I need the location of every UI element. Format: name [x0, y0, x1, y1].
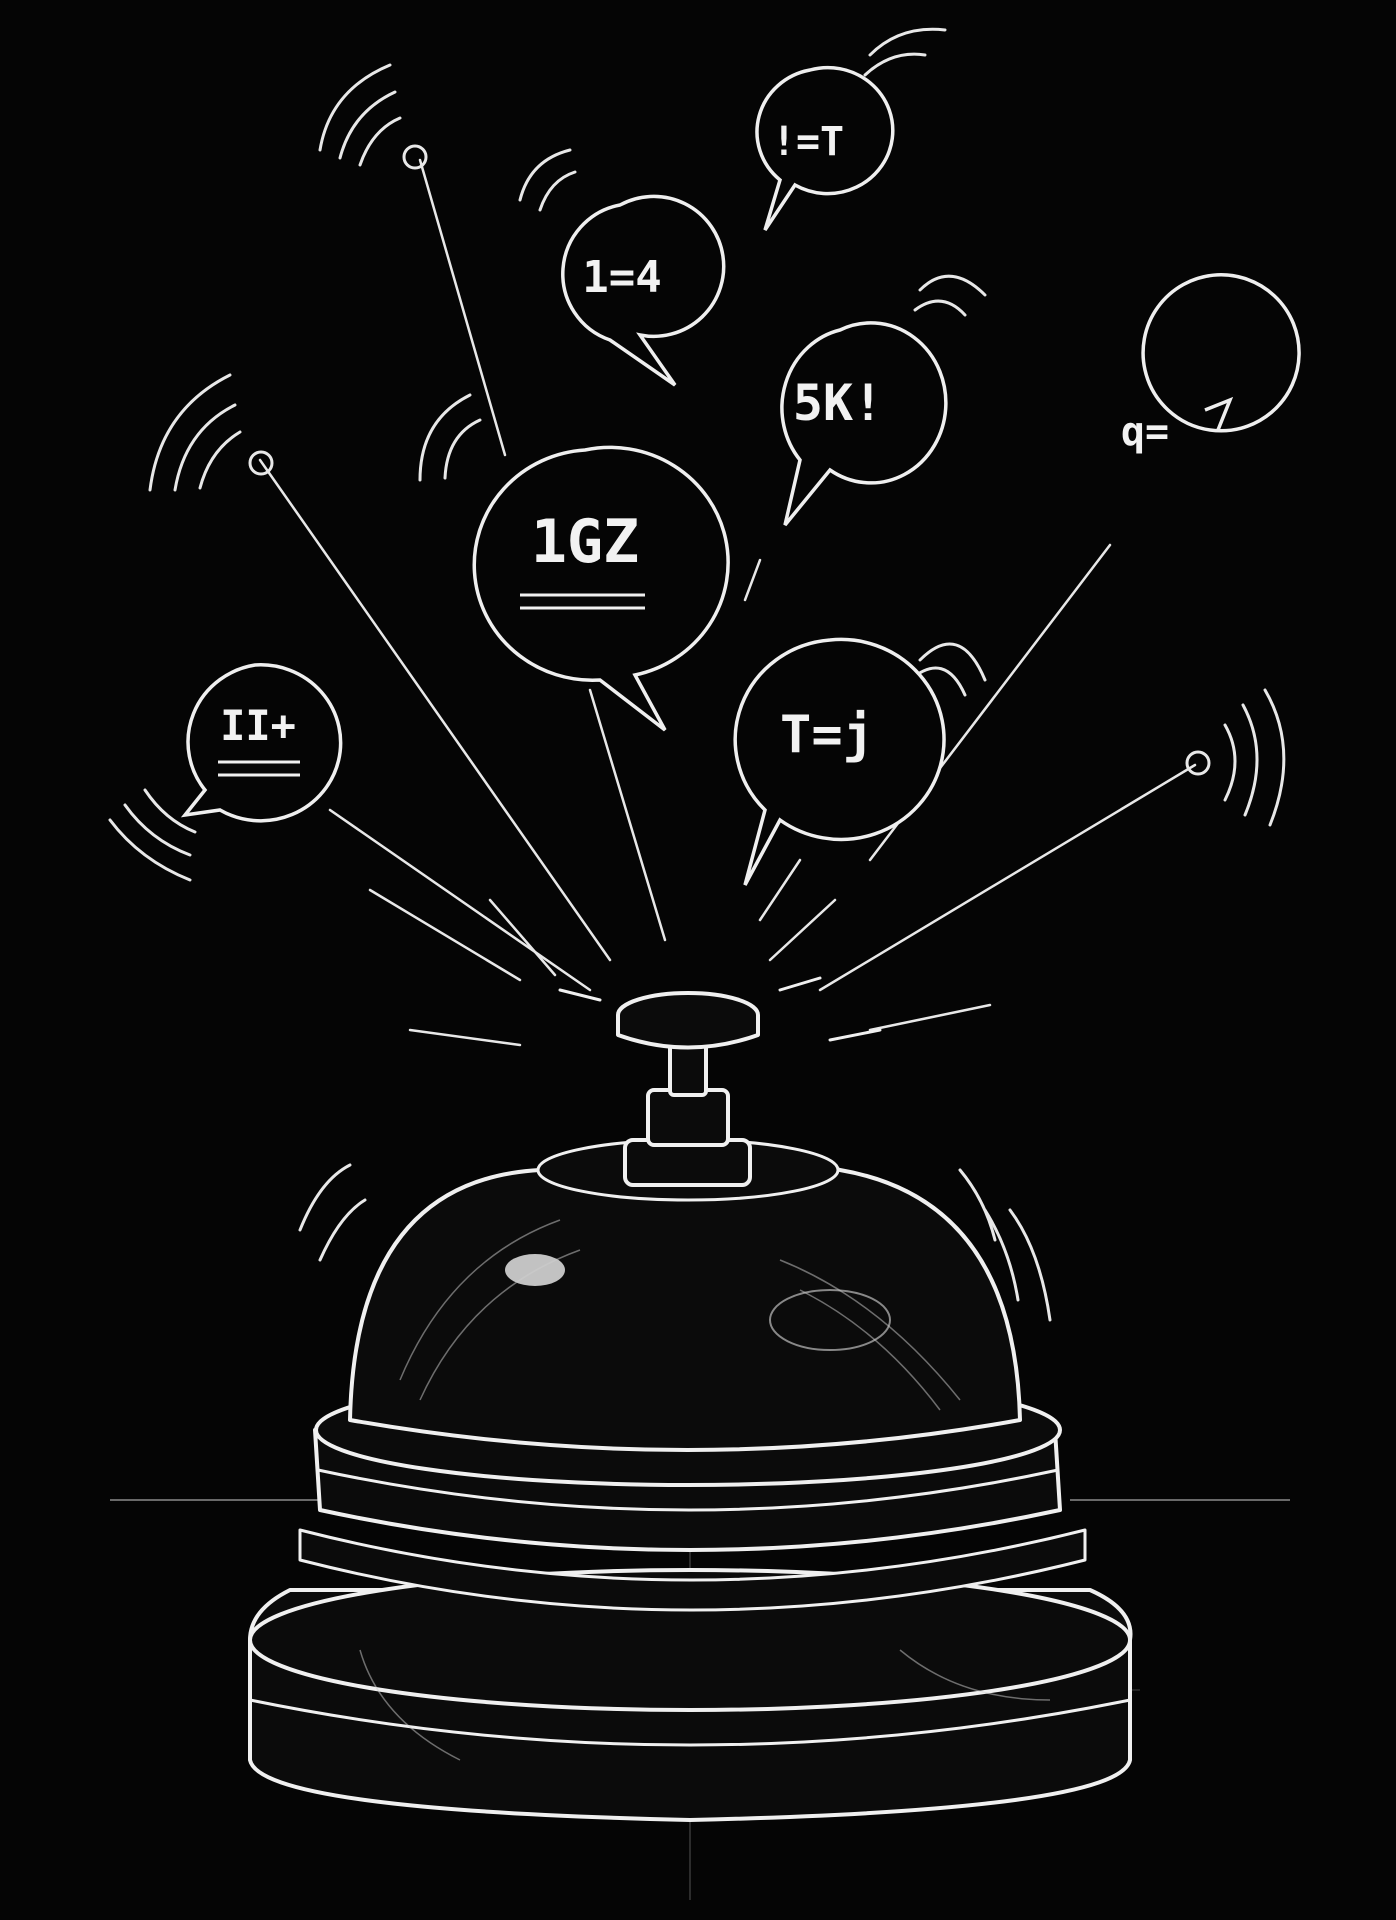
bubble-text: !=T: [772, 119, 844, 165]
speech-bubble-lower-center: T=j: [733, 637, 946, 886]
bubble-text: 1GZ: [531, 507, 639, 577]
speech-bubble-top-right: !=T: [755, 65, 895, 231]
speech-bubble-middle-right: 5K!: [780, 321, 948, 527]
signal-rays: [258, 158, 1197, 1047]
antenna-dot-icon: [1185, 750, 1211, 776]
speech-bubbles: !=T 1=4 5K! q= 1GZ T=j II+: [180, 65, 1301, 886]
antenna-dot-icon: [248, 450, 274, 476]
speech-bubble-left: II+: [180, 663, 343, 823]
bell-dome: [348, 1143, 1022, 1452]
bubble-text: 1=4: [582, 252, 661, 303]
speech-bubble-far-right: q=: [1121, 273, 1301, 455]
antenna-dot-icon: [402, 144, 428, 170]
bubble-text: II+: [220, 701, 296, 750]
bell-plunger-stem: [646, 1088, 730, 1147]
bubble-text: 5K!: [793, 374, 883, 432]
bubble-text: T=j: [780, 705, 874, 765]
speech-bubble-upper-middle: 1=4: [561, 194, 726, 387]
speech-bubble-center-large: 1GZ: [472, 445, 730, 732]
antenna-dots: [248, 144, 1211, 776]
bubble-text: q=: [1121, 409, 1169, 455]
service-bell-icon: [248, 991, 1133, 1822]
impact-lines: [558, 976, 882, 1042]
